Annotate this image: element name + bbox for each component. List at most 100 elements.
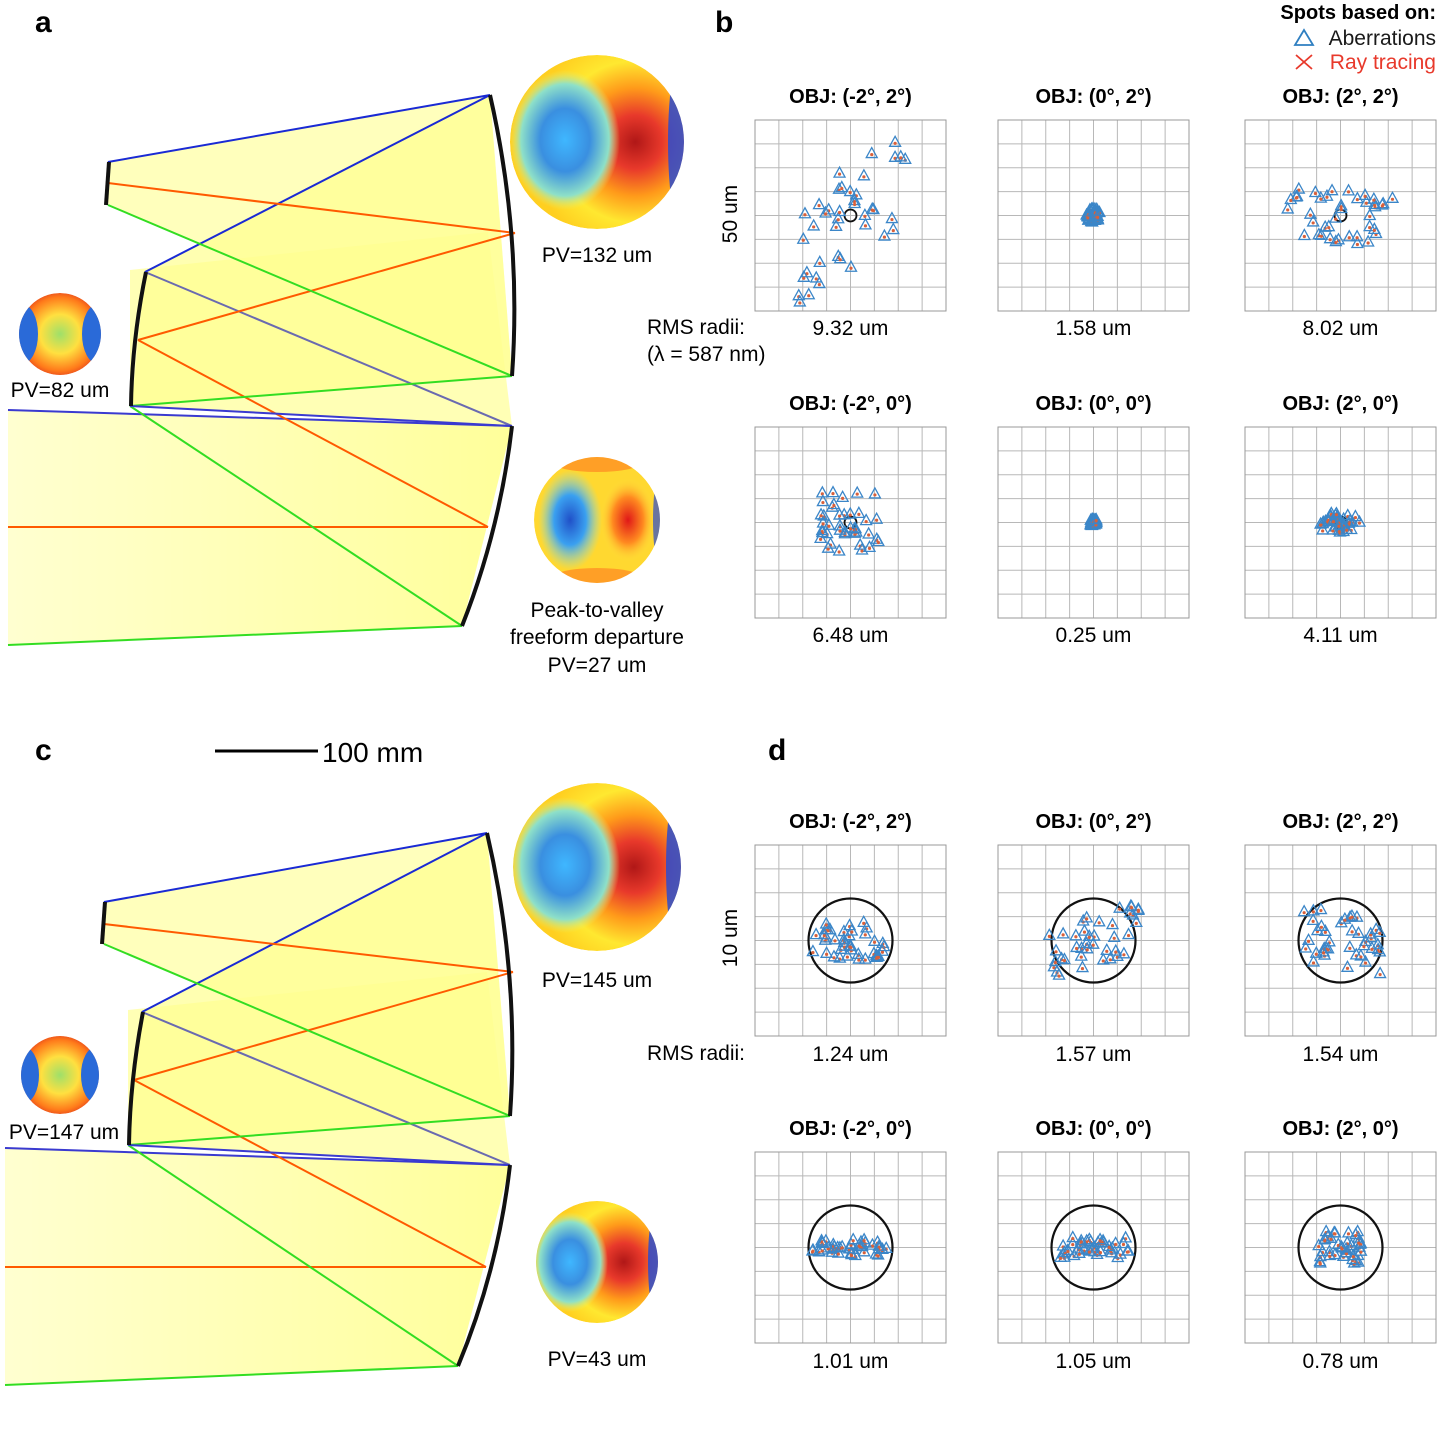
ray-trace-spot [1368,214,1372,219]
aberration-spot [793,294,807,307]
ray-trace-spot [867,533,871,537]
aberration-spot [885,211,899,224]
aberration-spot [1053,1250,1068,1263]
caption-line-2: freeform departure [510,626,684,649]
ray-trace-spot [1353,516,1358,520]
ray-trace-spot [811,950,815,955]
ray-trace-spot [862,1251,866,1255]
b-spot-cell: OBJ: (2°, 2°)8.02 um [1244,86,1437,340]
aberration-spot [837,932,851,945]
aberration-spot [833,522,847,535]
aberration-spot [852,1237,866,1250]
aberration-spot [1324,1231,1338,1244]
ray-trace-spot [1350,915,1354,919]
ray-trace-spot [1343,918,1347,922]
aberration-spot [1088,207,1102,220]
freeform-map-top-c [513,783,681,951]
ray-trace-spot [850,930,854,934]
aberration-spot [1096,952,1110,965]
ray-trace-spot [1355,198,1359,202]
b-spot-cell: OBJ: (2°, 0°)4.11 um [1244,393,1437,647]
ray-trace-spot [1128,912,1132,916]
aberration-spot [809,927,823,940]
aberration-spot [1354,948,1368,961]
aberration-spot [858,926,872,939]
ray-trace-spot [863,958,867,962]
b-spot-cell: OBJ: (-2°, 2°)9.32 um [754,86,947,340]
legend-ray-tracing: Ray tracing [1330,51,1436,74]
d-spot-cell: OBJ: (2°, 0°)0.78 um [1244,1118,1437,1373]
d-field-title: OBJ: (-2°, 0°) [789,1118,912,1140]
d-field-title: OBJ: (2°, 0°) [1282,1118,1398,1140]
b-rms-value: 4.11 um [1303,624,1377,647]
aberration-spot [797,269,811,282]
spot-frame [997,1151,1190,1344]
ray-trace-spot [862,921,866,925]
aberration-spot [836,490,850,503]
ray-trace-spot [803,213,807,217]
ray-trace-spot [1355,236,1359,240]
ray-trace-spot [876,540,880,545]
aberration-spot [832,204,847,217]
aberration-spot [1357,938,1371,951]
airy-disk-circle [1050,897,1137,984]
ray-trace-spot [1098,1251,1103,1255]
aberration-spot [1121,1243,1135,1256]
ray-trace-spot [1057,974,1061,978]
aberration-spot [835,1239,849,1252]
aberration-spot [802,287,816,300]
ray-trace-spot [876,955,881,960]
aberration-spot [1341,183,1356,196]
ray-trace-spot [1080,966,1085,971]
ray-trace-spot [1126,933,1131,938]
ray-trace-spot [1347,236,1351,240]
ray-trace-spot [1114,950,1118,954]
freeform-map-bottom-c [536,1201,658,1323]
aberration-spot [857,1232,871,1245]
ray-trace-spot [1369,933,1373,937]
rms-label-b: RMS radii: [647,316,745,339]
ray-trace-spot [827,524,831,528]
ray-trace-spot [801,238,805,242]
ray-trace-spot [873,493,877,497]
airy-disk-circle [1297,897,1384,984]
ray-trace-spot [822,934,826,938]
ray-trace-spot [1368,226,1372,230]
aberration-spot [1373,924,1387,937]
b-rms-value: 0.25 um [1056,624,1132,647]
ray-trace-spot [872,940,877,944]
aberration-spot [877,228,892,241]
ray-trace-spot [1339,205,1343,209]
d-spot-cell: OBJ: (0°, 2°)1.57 um [997,811,1190,1066]
ray-trace-spot [1348,946,1352,950]
ray-trace-spot [1319,197,1323,201]
aberration-spot [848,1248,862,1261]
ray-trace-spot [1325,195,1329,199]
aberration-spot [1332,517,1346,530]
ray-trace-spot [1373,203,1377,208]
aberration-spot [1309,945,1323,958]
ray-trace-spot [819,514,823,518]
aberration-spot [1107,929,1121,942]
b-spot-cell: OBJ: (0°, 0°)0.25 um [997,393,1190,647]
ray-trace-spot [863,933,867,937]
ray-trace-spot [1372,228,1376,232]
ray-trace-spot [1306,939,1311,943]
b-field-title: OBJ: (-2°, 0°) [789,393,912,415]
ray-trace-spot [1364,201,1369,205]
ray-trace-spot [848,190,852,195]
ray-trace-spot [842,930,846,935]
aberration-spot [1079,936,1094,949]
aberration-spot [831,1240,845,1253]
pv-label-left-c: PV=147 um [9,1121,119,1144]
aberration-spot [1082,1243,1096,1256]
aberration-spot [1343,939,1357,952]
ray-trace-spot [826,929,830,933]
ray-trace-spot [1091,943,1095,947]
scale-label-b: 50 um [719,185,742,243]
aberration-spot [1308,185,1323,198]
ray-trace-spot [820,492,824,496]
aberration-spot [1073,1236,1088,1249]
aberration-spot [1341,1225,1356,1238]
